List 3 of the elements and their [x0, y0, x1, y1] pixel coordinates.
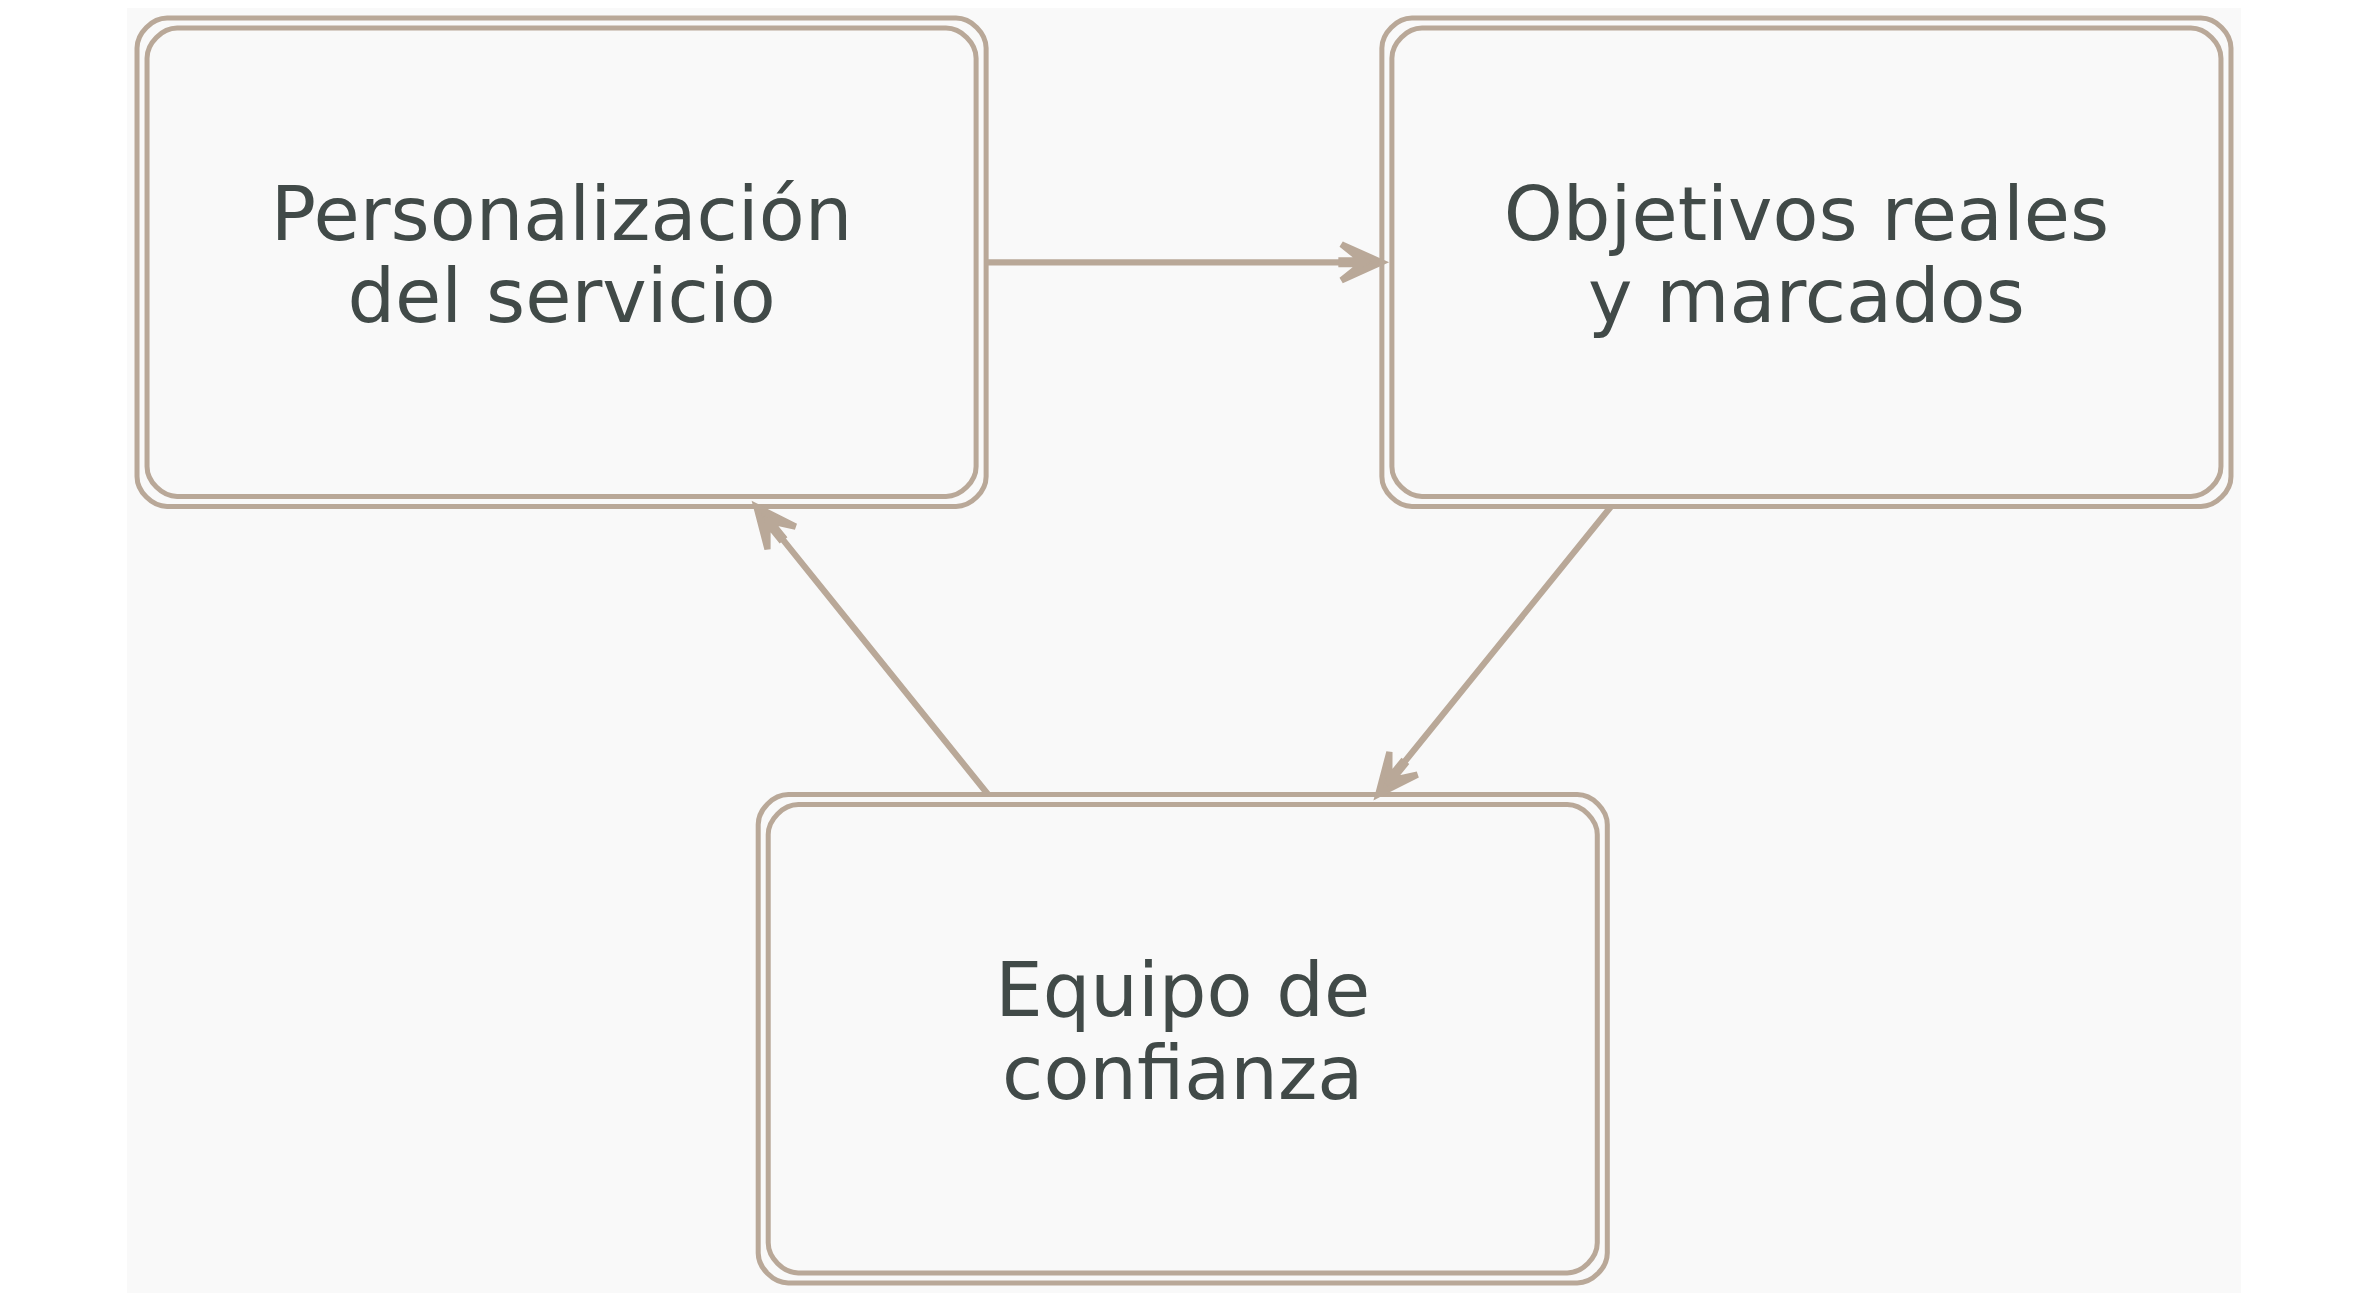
node-box: Equipo de confianza — [755, 792, 1610, 1286]
node-box: Personalización del servicio — [134, 15, 989, 509]
node-box: Objetivos reales y marcados — [1378, 15, 2233, 509]
